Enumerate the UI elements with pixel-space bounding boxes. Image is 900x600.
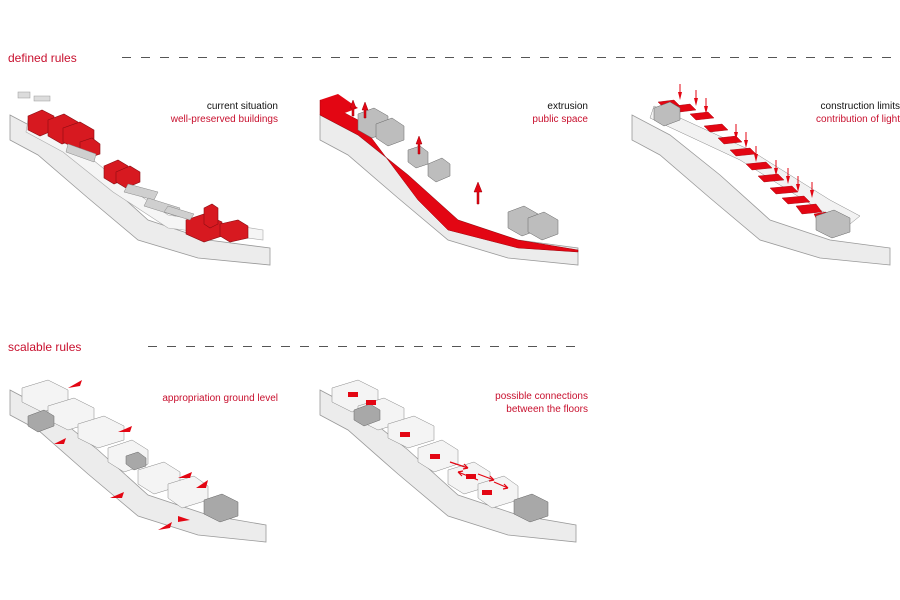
axonometric-site-4 — [9, 379, 267, 543]
caption-appropriation-ground-level: appropriation ground level — [162, 393, 278, 404]
caption-current-situation: current situation — [206, 101, 278, 112]
axonometric-site-2 — [319, 94, 579, 266]
caption-contribution-of-light: contribution of light — [816, 114, 900, 125]
caption-construction-limits: construction limits — [820, 101, 900, 112]
section-divider-defined — [122, 57, 892, 58]
caption-public-space: public space — [532, 114, 588, 125]
diagram-extrusion: extrusion public space — [318, 80, 588, 270]
caption-well-preserved-buildings: well-preserved buildings — [170, 114, 278, 125]
axonometric-site-5 — [319, 379, 577, 543]
axonometric-site-3 — [631, 84, 891, 266]
caption-extrusion: extrusion — [547, 101, 588, 112]
diagram-construction-limits: construction limits contribution of ligh… — [630, 80, 900, 270]
caption-possible-connections: possible connections — [495, 391, 588, 402]
section-divider-scalable — [148, 346, 580, 347]
section-title-scalable-rules: scalable rules — [8, 340, 82, 354]
axonometric-site-1 — [9, 91, 271, 266]
section-title-defined-rules: defined rules — [8, 51, 77, 65]
caption-between-the-floors: between the floors — [506, 404, 588, 415]
diagram-appropriation-ground-level: appropriation ground level — [8, 370, 278, 560]
diagram-possible-connections: possible connections between the floors — [318, 370, 588, 560]
diagram-current-situation: current situation well-preserved buildin… — [8, 80, 278, 270]
